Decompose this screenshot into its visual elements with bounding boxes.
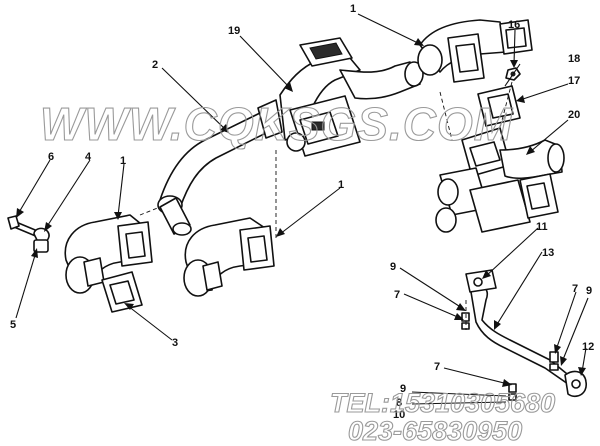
centre-line: [139, 206, 161, 216]
watermark-phone: 023-65830950: [348, 416, 522, 446]
callout-1-left: 1: [120, 155, 126, 167]
elbow-1-top: [417, 19, 533, 83]
centre-line: [499, 81, 513, 129]
fitting-12: [564, 370, 587, 398]
gasket-18: [477, 85, 521, 127]
tube-13: [469, 284, 573, 385]
callout-20: 20: [568, 109, 580, 121]
callout-12: 12: [582, 341, 594, 353]
watermark-site: WWW.CQKSGS.COM: [40, 98, 514, 150]
callout-9-lower: 9: [400, 383, 406, 395]
callout-7-right: 7: [572, 283, 578, 295]
callout-17: 17: [568, 75, 580, 87]
callout-16: 16: [508, 19, 520, 31]
callout-5: 5: [10, 319, 16, 331]
callout-11: 11: [536, 221, 548, 233]
callout-9-upper: 9: [390, 261, 396, 273]
leader-lines: [15, 13, 589, 405]
fitting-11: [465, 269, 497, 293]
callout-8: 8: [396, 397, 402, 409]
callout-13: 13: [542, 247, 554, 259]
callout-3: 3: [172, 337, 178, 349]
callout-10: 10: [393, 409, 405, 421]
callout-6: 6: [48, 151, 54, 163]
callout-9-right: 9: [586, 285, 592, 297]
watermark-tel: TEL:15310305680: [330, 388, 555, 418]
callout-1-middle: 1: [338, 179, 344, 191]
elbow-1-left: [64, 214, 153, 294]
centre-line: [439, 91, 453, 141]
connector-sleeve: [159, 197, 192, 236]
callout-19: 19: [228, 25, 240, 37]
bushing-5: [33, 239, 49, 253]
callout-labels: 1 19 2 16 18 17 20 6 4 1 1 5 3 11 13 9 7…: [10, 3, 594, 421]
callout-4: 4: [85, 151, 92, 163]
centre-manifold-19: [279, 37, 424, 157]
callout-1-top: 1: [350, 3, 356, 15]
bolts-7-8-9: [461, 312, 559, 401]
gasket-3: [101, 271, 143, 313]
right-manifold-20: [435, 127, 565, 233]
elbow-1-middle: [183, 217, 275, 297]
callout-7-lower: 7: [434, 361, 440, 373]
callout-7-upper: 7: [394, 289, 400, 301]
callout-18: 18: [568, 53, 580, 65]
callout-2: 2: [152, 59, 158, 71]
